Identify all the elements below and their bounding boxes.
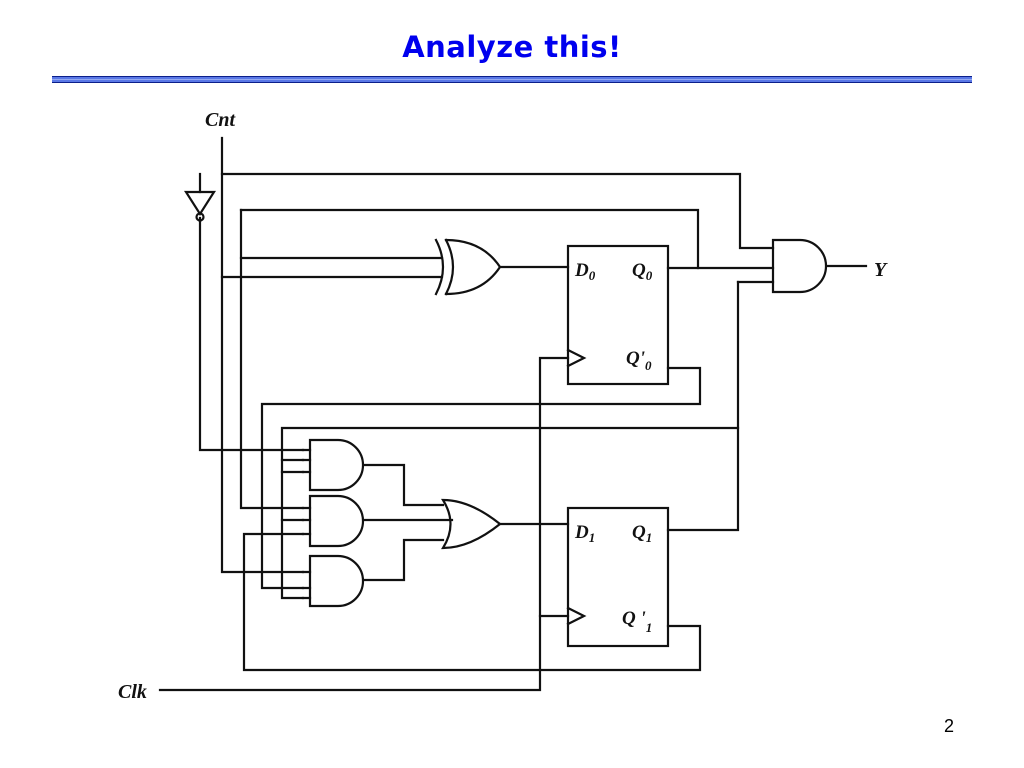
clock-triangle-0 <box>566 348 587 368</box>
q0-bar-label: Q'0 <box>626 348 652 373</box>
clk-label: Clk <box>118 681 147 703</box>
wires <box>158 136 868 692</box>
y-label: Y <box>874 259 888 281</box>
and-gate-2 <box>308 494 365 548</box>
not-gate <box>183 190 217 222</box>
or-gate <box>441 498 502 550</box>
slide-title: Analyze this! <box>402 30 622 64</box>
title-divider <box>52 76 972 83</box>
and-gate-output <box>771 238 828 294</box>
xor-gate <box>434 238 502 296</box>
d1-label: D1 <box>574 522 595 545</box>
and-gate-3 <box>308 554 365 608</box>
q1-label: Q1 <box>632 522 652 545</box>
d0-label: D0 <box>574 260 596 283</box>
and-gate-1 <box>308 438 365 492</box>
page-number: 2 <box>944 716 955 736</box>
clock-triangle-1 <box>566 606 587 626</box>
d-flipflop-1 <box>566 506 670 648</box>
q0-label: Q0 <box>632 260 653 283</box>
cnt-label: Cnt <box>205 109 236 131</box>
d-flipflop-0 <box>566 244 670 386</box>
q1-bar-label: Q '1 <box>622 608 652 635</box>
